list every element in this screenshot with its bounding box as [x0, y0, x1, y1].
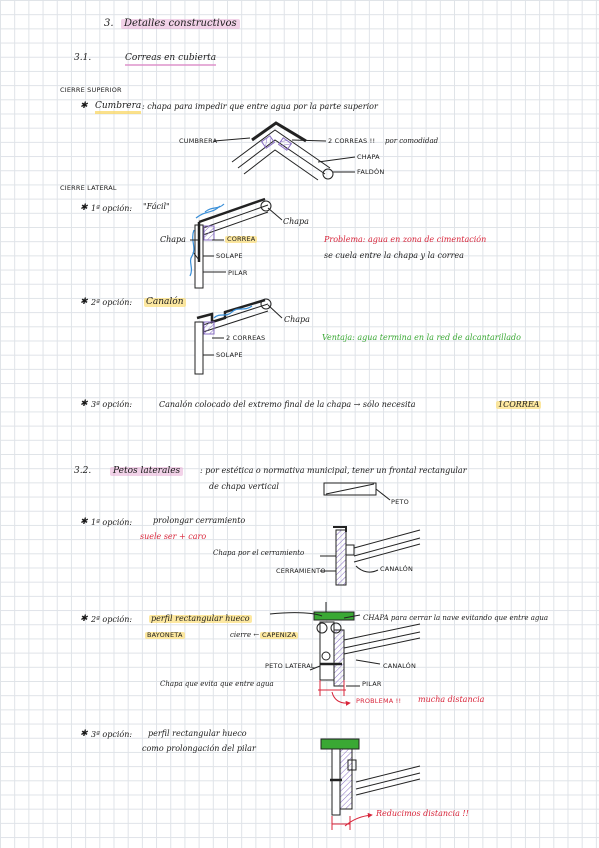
- op1-chapa-right: Chapa: [283, 217, 309, 226]
- s32-op1-label: 1ª opción:: [91, 518, 133, 527]
- s32-op2-pilar: PILAR: [362, 680, 382, 688]
- peto-label: PETO: [391, 498, 409, 506]
- peto-op1-diagram: [320, 526, 421, 586]
- op1-solape: SOLAPE: [216, 252, 243, 260]
- s32-op2-problema-2: mucha distancia: [418, 695, 485, 704]
- section-title: Detalles constructivos: [121, 19, 240, 29]
- s32-intro-2: de chapa vertical: [209, 482, 279, 491]
- cumbrera-term: Cumbrera: [95, 102, 142, 114]
- label-correas-note: por comodidad: [385, 137, 439, 145]
- s32-op1-canalon: CANALÓN: [380, 565, 414, 573]
- label-chapa: CHAPA: [357, 153, 380, 161]
- asterisk: ✱: [80, 614, 88, 624]
- op2-chapa: Chapa: [284, 315, 310, 324]
- asterisk: ✱: [80, 399, 88, 409]
- op2-solape: SOLAPE: [216, 351, 243, 359]
- asterisk: ✱: [80, 203, 88, 213]
- peto-op2-diagram: [269, 602, 421, 706]
- peto-diagram: [323, 482, 391, 501]
- s32-op3-label: 3ª opción:: [91, 730, 133, 739]
- s32-op3-text-1: perfil rectangular hueco: [148, 729, 247, 738]
- cierre-superior-heading: CIERRE SUPERIOR: [60, 86, 122, 94]
- op3-term: 1CORREA: [496, 400, 542, 409]
- op3-label: 3ª opción:: [91, 400, 133, 409]
- s32-op3-text-2: como prolongación del pilar: [142, 744, 256, 753]
- lateral-op1-diagram: [189, 197, 283, 289]
- op1-chapa-left: Chapa: [160, 235, 186, 244]
- ridge-diagram: [213, 121, 356, 181]
- cierre-lateral-heading: CIERRE LATERAL: [60, 184, 117, 192]
- s32-op2-problema: PROBLEMA !!: [356, 697, 402, 705]
- s32-op2-capeniza: CAPENIZA: [260, 631, 299, 639]
- op2-correas: 2 CORREAS: [226, 334, 266, 342]
- s32-op2-chapa-agua: Chapa que evita que entre agua: [160, 680, 274, 688]
- op1-correa: CORREA: [225, 235, 258, 243]
- op2-term: Canalón: [144, 297, 186, 307]
- s32-op1-chapa: Chapa por el cerramiento: [213, 549, 305, 557]
- op1-problema: Problema: agua en zona de cimentación: [324, 235, 487, 244]
- op1-pilar: PILAR: [228, 269, 248, 277]
- s32-op2-cierre: cierre ←: [230, 631, 260, 639]
- s32-op1-text: prolongar cerramiento: [153, 516, 246, 525]
- label-faldon: FALDÓN: [357, 168, 385, 176]
- peto-op3-diagram: [320, 738, 421, 830]
- asterisk: ✱: [80, 517, 88, 527]
- s32-op2-chapa-note: CHAPA para cerrar la nave evitando que e…: [363, 614, 549, 622]
- subsection-title: Correas en cubierta: [125, 54, 217, 66]
- op1-term: "Fácil": [143, 202, 170, 211]
- asterisk: ✱: [80, 101, 88, 111]
- asterisk: ✱: [80, 729, 88, 739]
- op2-label: 2ª opción:: [91, 298, 133, 307]
- cumbrera-text: : chapa para impedir que entre agua por …: [142, 102, 378, 111]
- op3-text: Canalón colocado del extremo final de la…: [159, 400, 416, 409]
- s32-op2-bayoneta: BAYONETA: [145, 631, 185, 639]
- asterisk: ✱: [80, 297, 88, 307]
- s32-op2-text: perfil rectangular hueco: [149, 614, 252, 623]
- s32-op1-note: suele ser + caro: [140, 532, 207, 541]
- label-cumbrera: CUMBRERA: [179, 137, 218, 145]
- s32-op2-label: 2ª opción:: [91, 615, 133, 624]
- subsection-number-2: 3.2.: [74, 466, 92, 476]
- s32-op2-peto-lateral: PETO LATERAL: [265, 662, 315, 670]
- op1-label: 1ª opción:: [91, 204, 133, 213]
- op1-problema-2: se cuela entre la chapa y la correa: [324, 251, 464, 260]
- label-2-correas: 2 CORREAS !!: [328, 137, 376, 145]
- s32-op1-cerramiento: CERRAMIENTO: [276, 567, 326, 575]
- s32-op3-reducimos: Reducimos distancia !!: [376, 809, 469, 818]
- subsection-number: 3.1.: [74, 53, 92, 63]
- s32-intro-1: : por estética o normativa municipal, te…: [200, 466, 467, 475]
- subsection-title-2: Petos laterales: [110, 467, 184, 476]
- lateral-op2-diagram: [194, 298, 283, 375]
- section-number: 3.: [104, 18, 114, 29]
- s32-op2-canalon: CANALÓN: [383, 662, 417, 670]
- op2-ventaja: Ventaja: agua termina en la red de alcan…: [322, 333, 521, 342]
